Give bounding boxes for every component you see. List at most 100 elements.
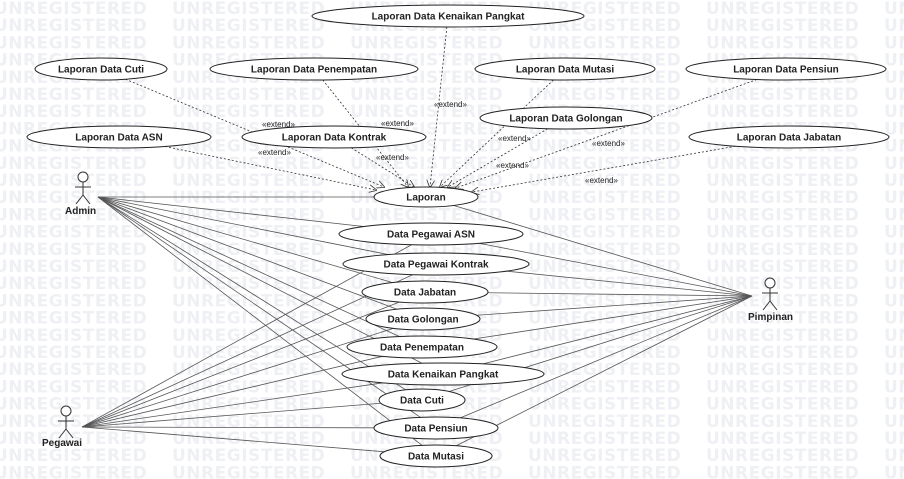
watermark-text: UNREGISTERED [884,16,904,36]
watermark-text: UNREGISTERED [172,343,325,363]
extend-arrow-lap-jabatan [472,145,736,192]
watermark-text: UNREGISTERED [528,291,681,311]
association-pegawai-d-penempatan [81,355,383,428]
usecase-label: Data Golongan [387,315,458,326]
usecase-label: Laporan Data ASN [75,133,162,144]
watermark-text: UNREGISTERED [350,102,503,122]
usecase-d-kontrak[interactable]: Data Pegawai Kontrak [342,252,530,276]
usecase-lap-mutasi[interactable]: Laporan Data Mutasi [474,57,656,81]
usecase-d-pensiun[interactable]: Data Pensiun [373,416,499,440]
usecase-laporan[interactable]: Laporan [373,186,479,208]
association-pimpinan-d-pensiun [460,295,753,419]
watermark-text: UNREGISTERED [0,395,147,415]
watermark-text: UNREGISTERED [172,85,325,105]
usecase-ellipse[interactable] [338,222,524,246]
association-admin-d-golongan [97,196,398,310]
watermark-text: UNREGISTERED [706,429,859,449]
association-admin-d-kontrak [97,196,389,255]
usecase-d-jabatan[interactable]: Data Jabatan [361,280,489,304]
watermark-text: UNREGISTERED [0,309,147,329]
watermark-text: UNREGISTERED [0,326,147,346]
watermark-text: UNREGISTERED [884,291,904,311]
usecase-ellipse[interactable] [346,335,498,359]
usecase-ellipse[interactable] [474,57,656,81]
usecase-ellipse[interactable] [379,444,493,468]
actor-right-leg-icon [65,428,74,439]
watermark-text: UNREGISTERED [528,85,681,105]
usecase-lap-asn[interactable]: Laporan Data ASN [26,125,212,149]
usecase-label: Laporan Data Jabatan [737,133,841,144]
actor-pimpinan[interactable]: Pimpinan [748,277,793,323]
usecase-ellipse[interactable] [373,416,499,440]
watermark-text: UNREGISTERED [884,51,904,71]
usecase-ellipse[interactable] [685,57,887,81]
watermark-text: UNREGISTERED [172,33,325,53]
usecase-ellipse[interactable] [34,57,168,81]
usecase-lap-kenaikan[interactable]: Laporan Data Kenaikan Pangkat [311,4,585,28]
actor-head-icon [764,277,776,289]
watermark-text: UNREGISTERED [706,463,859,479]
watermark-text: UNREGISTERED [706,171,859,191]
watermark-text: UNREGISTERED [884,33,904,53]
usecase-lap-penempatan[interactable]: Laporan Data Penempatan [209,57,419,81]
watermark-text: UNREGISTERED [706,154,859,174]
watermark-text: UNREGISTERED [528,377,681,397]
usecase-d-asn[interactable]: Data Pegawai ASN [338,222,524,246]
usecase-ellipse[interactable] [241,125,427,149]
watermark-text: UNREGISTERED [706,257,859,277]
watermark-text: UNREGISTERED [884,343,904,363]
usecase-ellipse[interactable] [311,4,585,28]
usecase-ellipse[interactable] [341,362,545,386]
usecase-lap-jabatan[interactable]: Laporan Data Jabatan [688,125,890,149]
usecase-d-golongan[interactable]: Data Golongan [365,307,481,331]
usecase-lap-kontrak[interactable]: Laporan Data Kontrak [241,125,427,149]
watermark-text: UNREGISTERED [0,257,147,277]
actor-left-leg-icon [762,300,771,311]
extend-arrow-lap-kontrak [351,147,414,187]
actor-pegawai[interactable]: Pegawai [42,405,82,449]
watermark-text: UNREGISTERED [0,240,147,260]
usecase-ellipse[interactable] [342,252,530,276]
watermark-text: UNREGISTERED [350,33,503,53]
extend-stereotype-label: «extend» [434,100,467,109]
watermark-text: UNREGISTERED [706,240,859,260]
usecase-lap-pensiun[interactable]: Laporan Data Pensiun [685,57,887,81]
usecase-lap-golongan[interactable]: Laporan Data Golongan [479,106,653,130]
extend-arrow-lap-golongan [448,128,548,187]
watermark-text: UNREGISTERED [706,343,859,363]
watermark-text: UNREGISTERED [0,360,147,380]
usecase-label: Data Jabatan [394,288,456,299]
actor-label: Admin [65,206,96,217]
usecase-label: Data Pensiun [404,424,467,435]
actor-admin[interactable]: Admin [65,171,96,217]
extend-stereotype-label: «extend» [258,148,291,157]
usecase-ellipse[interactable] [378,388,466,412]
usecase-label: Laporan Data Pensiun [733,65,839,76]
usecase-ellipse[interactable] [26,125,212,149]
watermark-text: UNREGISTERED [884,188,904,208]
watermark-text: UNREGISTERED [172,205,325,225]
usecase-ellipse[interactable] [361,280,489,304]
usecase-d-penempatan[interactable]: Data Penempatan [346,335,498,359]
watermark-text: UNREGISTERED [528,223,681,243]
usecase-ellipse[interactable] [688,125,890,149]
watermark-text: UNREGISTERED [884,171,904,191]
watermark-text: UNREGISTERED [706,274,859,294]
watermark-text: UNREGISTERED [0,154,147,174]
usecase-lap-cuti[interactable]: Laporan Data Cuti [34,57,168,81]
usecase-ellipse[interactable] [365,307,481,331]
watermark-text: UNREGISTERED [528,33,681,53]
usecase-d-mutasi[interactable]: Data Mutasi [379,444,493,468]
usecase-d-kenaikan[interactable]: Data Kenaikan Pangkat [341,362,545,386]
usecase-d-cuti[interactable]: Data Cuti [378,388,466,412]
usecase-ellipse[interactable] [479,106,653,130]
usecase-ellipse[interactable] [209,57,419,81]
watermark-text: UNREGISTERED [884,85,904,105]
watermark-text: UNREGISTERED [884,0,904,19]
usecase-label: Laporan Data Kontrak [282,133,387,144]
watermark-text: UNREGISTERED [528,154,681,174]
usecase-ellipse[interactable] [373,186,479,208]
association-pimpinan-d-penempatan [473,295,753,340]
watermark-text: UNREGISTERED [0,377,147,397]
